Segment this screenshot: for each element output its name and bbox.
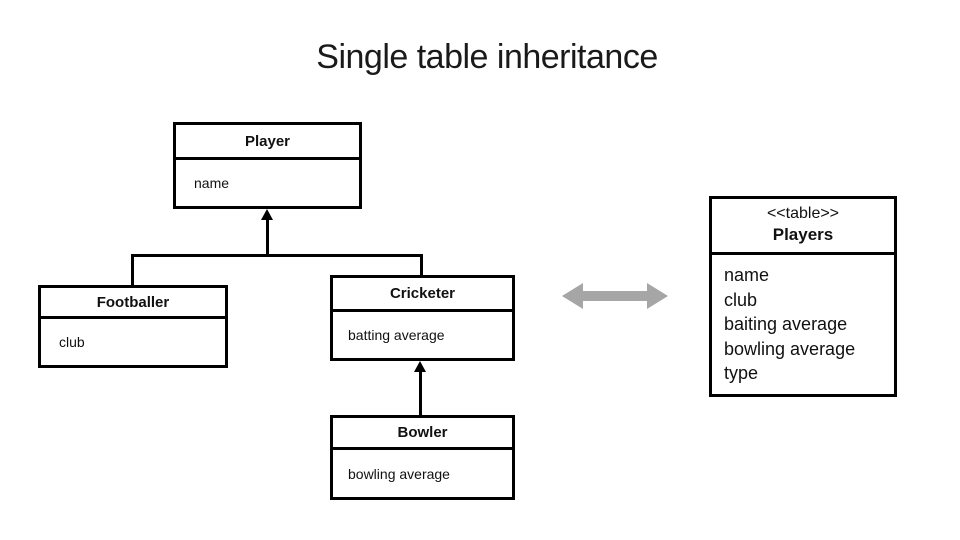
generalization-line-bowler-vertical [419,370,422,415]
mapping-arrow-left-head [562,283,583,309]
slide-title: Single table inheritance [316,38,658,76]
db-table-field: name [724,265,770,285]
db-table-name: Players [772,225,834,244]
db-table-header: <<table>> Players [712,199,894,255]
generalization-branch-horizontal [131,254,423,257]
mapping-double-arrow-icon [562,283,668,309]
uml-class-cricketer-attribute: batting average [348,327,445,343]
uml-class-player-title: Player [176,125,359,160]
generalization-drop-footballer [131,254,134,285]
generalization-arrowhead-player-icon [261,209,273,220]
generalization-drop-cricketer [420,254,423,277]
db-table-field: type [724,363,759,383]
db-table-stereotype: <<table>> [766,205,840,222]
generalization-line-player-vertical [266,218,269,257]
db-table-players: <<table>> Players name club baiting aver… [709,196,897,397]
uml-class-cricketer-title: Cricketer [333,278,512,312]
db-table-field: baiting average [724,314,848,334]
mapping-arrow-shaft [581,291,649,301]
generalization-arrowhead-cricketer-icon [414,361,426,372]
uml-class-bowler-title: Bowler [333,418,512,450]
uml-class-footballer-attribute: club [59,334,85,350]
db-table-field: bowling average [724,338,856,359]
uml-class-bowler: Bowler bowling average [330,415,515,500]
uml-class-footballer: Footballer club [38,285,228,368]
mapping-arrow-right-head [647,283,668,309]
uml-class-player: Player name [173,122,362,209]
uml-class-bowler-attribute: bowling average [348,465,450,482]
db-table-field: club [724,289,758,310]
uml-class-footballer-title: Footballer [41,288,225,319]
uml-class-player-attribute: name [194,175,230,191]
db-table-fields: name club baiting average bowling averag… [712,255,894,394]
uml-class-cricketer: Cricketer batting average [330,275,515,361]
